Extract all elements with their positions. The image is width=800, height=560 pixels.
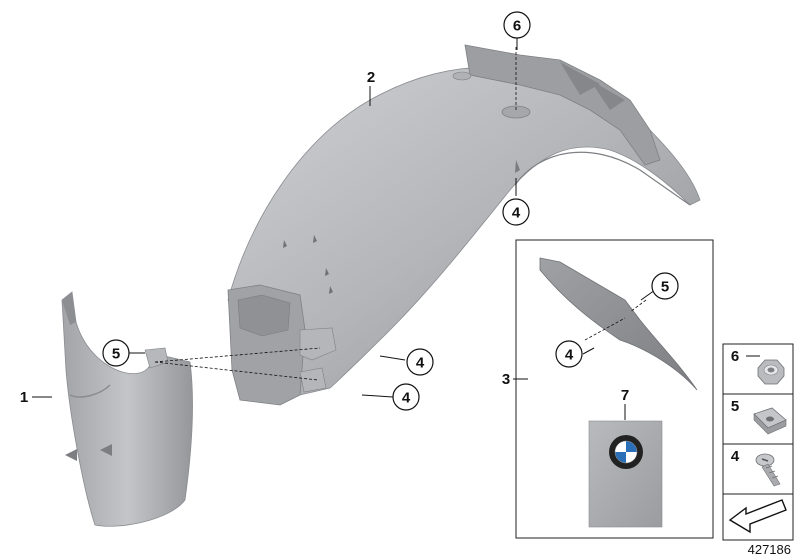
- callout-5-kit: 5: [651, 272, 679, 300]
- front-fender-section-body: [61, 291, 193, 527]
- cover-panel-illustration: [539, 257, 698, 391]
- fender-slot: [313, 235, 317, 243]
- front-fender-section-top-lip: [62, 292, 76, 325]
- svg-text:4: 4: [402, 390, 411, 407]
- callout-4-mount-upper: 4: [406, 348, 434, 376]
- fender-mount-tab: [299, 367, 327, 393]
- rear-fender-body: [227, 66, 701, 396]
- fender-mount-tab: [299, 327, 337, 361]
- direction-arrow-icon: [728, 499, 787, 534]
- front-fender-section-slot: [65, 449, 77, 461]
- svg-text:6: 6: [513, 18, 521, 35]
- hex-nut-icon: [757, 359, 785, 385]
- legend-label-4: 4: [731, 448, 740, 465]
- sticker-illustration: [588, 420, 663, 528]
- fender-slot: [515, 160, 520, 173]
- svg-text:4: 4: [512, 205, 521, 222]
- callout-4-mount-lower: 4: [392, 383, 420, 411]
- clip-nut-icon: [753, 407, 787, 435]
- ref-label-1: 1: [20, 389, 28, 406]
- ref-label-7: 7: [621, 387, 629, 404]
- front-fender-section-illustration: [61, 291, 193, 527]
- fender-slot: [329, 286, 333, 294]
- callout-6: 6: [503, 11, 531, 39]
- callout-4-fender-top: 4: [502, 198, 530, 226]
- rear-fender-bracket: [464, 44, 661, 166]
- ref-label-3: 3: [502, 371, 510, 388]
- kit-box-frame: [515, 239, 714, 539]
- front-fender-section-slot: [100, 444, 112, 456]
- rear-fender-inner-edge: [514, 151, 691, 206]
- svg-text:5: 5: [661, 279, 669, 296]
- rear-fender-illustration: [227, 44, 701, 406]
- front-fender-section-groove: [69, 384, 111, 398]
- screw-icon: [755, 453, 781, 487]
- legend-label-5: 5: [731, 398, 739, 415]
- svg-text:4: 4: [416, 355, 425, 372]
- bmw-roundel-logo: [609, 435, 643, 469]
- callout-4-kit: 4: [555, 340, 583, 368]
- ref-label-2: 2: [367, 69, 375, 86]
- legend-label-6: 6: [731, 348, 739, 365]
- fender-mount-box-opening: [237, 294, 291, 337]
- assembly-guide-lines: [154, 45, 517, 381]
- drawing-number: 427186: [748, 542, 791, 557]
- legend-cell-arrow: [722, 493, 794, 541]
- rear-fender-bracket-ridge: [560, 62, 625, 110]
- leader-lines: [32, 38, 760, 420]
- svg-text:5: 5: [112, 346, 120, 363]
- kit-guide-lines: [584, 299, 647, 341]
- svg-text:4: 4: [565, 347, 574, 364]
- fender-mount-boss-top: [452, 71, 472, 81]
- fender-slot: [325, 268, 329, 276]
- fender-slot: [283, 240, 287, 248]
- cover-panel: [539, 257, 698, 391]
- parts-legend: [722, 343, 794, 541]
- callout-5-front: 5: [102, 339, 130, 367]
- fender-mount-boss: [501, 105, 531, 119]
